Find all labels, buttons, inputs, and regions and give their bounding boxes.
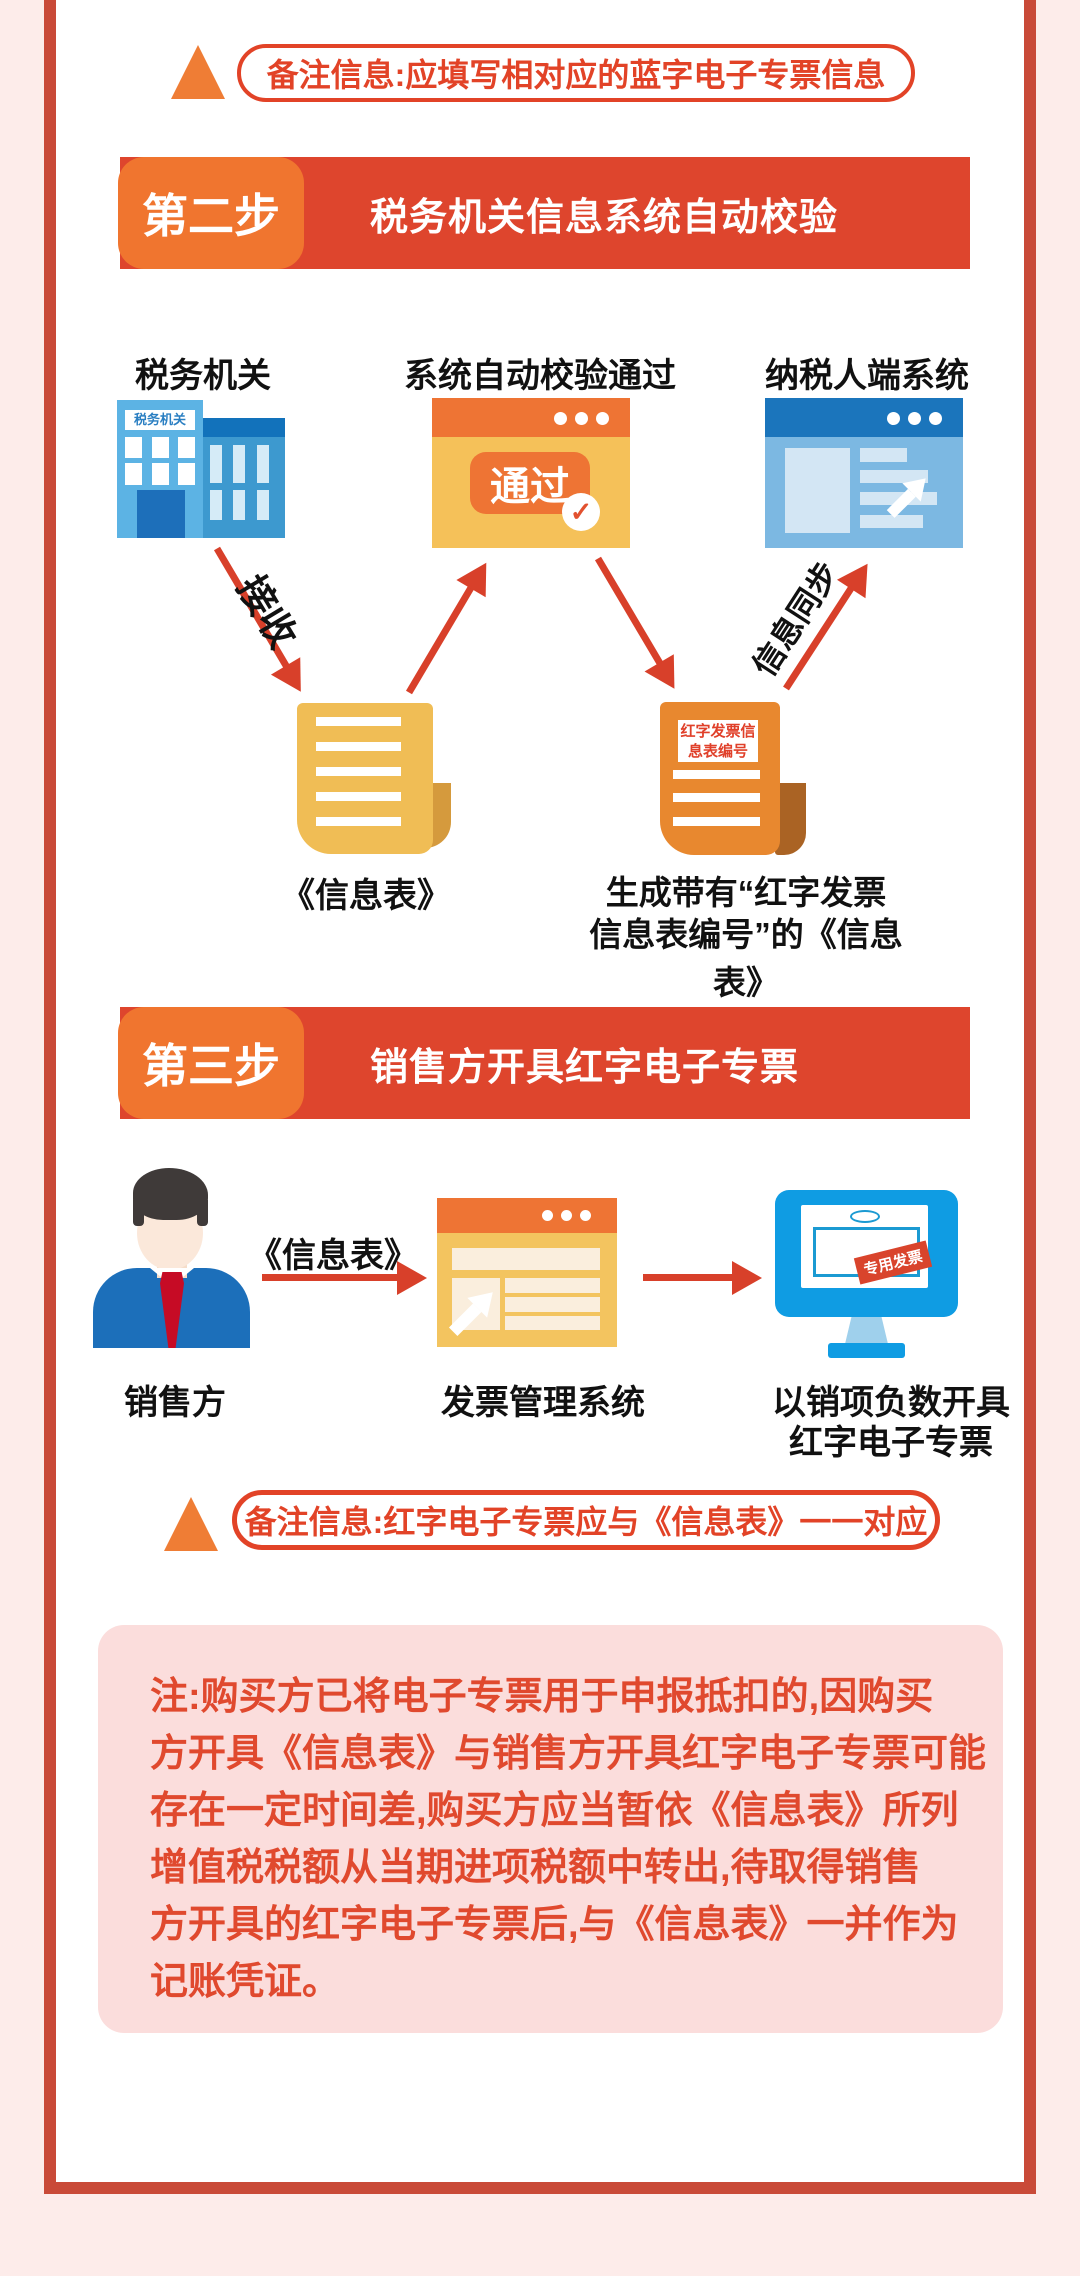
window-bar bbox=[505, 1297, 600, 1312]
document-line bbox=[316, 742, 401, 751]
note-triangle-icon bbox=[164, 1497, 218, 1551]
footnote-line-2: 方开具《信息表》与销售方开具红字电子专票可能 bbox=[150, 1733, 987, 1775]
building-window bbox=[210, 445, 222, 483]
window-bar bbox=[860, 448, 907, 462]
seller-person-icon bbox=[93, 1168, 250, 1348]
footnote-line-5: 方开具的红字电子专票后,与《信息表》一并作为 bbox=[150, 1904, 959, 1946]
footnote-line-6: 记账凭证。 bbox=[150, 1961, 341, 2003]
tag-line-2: 息表编号 bbox=[687, 743, 748, 760]
person-hair bbox=[133, 1168, 208, 1220]
monitor-camera-icon bbox=[850, 1210, 880, 1223]
document-line bbox=[316, 792, 401, 801]
doc2-caption-line-2: 信息表编号”的《信息表》 bbox=[589, 916, 903, 1001]
invoice-system-window-icon bbox=[437, 1198, 617, 1347]
document-curl bbox=[775, 783, 806, 855]
building-window bbox=[210, 490, 222, 520]
building-sign: 税务机关 bbox=[125, 410, 195, 430]
step2-badge-label: 第二步 bbox=[142, 190, 280, 242]
doc2-caption-line-1: 生成带有“红字发票 bbox=[605, 874, 887, 911]
label-taxpayer-system: 纳税人端系统 bbox=[765, 357, 969, 395]
note-bottom-pill: 备注信息:红字电子专票应与《信息表》一一对应 bbox=[232, 1490, 940, 1550]
step3-badge-label: 第三步 bbox=[142, 1040, 280, 1092]
document-line bbox=[316, 767, 401, 776]
document-body bbox=[297, 703, 433, 854]
building-window bbox=[125, 463, 142, 485]
label-result-line-2: 红字电子专票 bbox=[789, 1424, 993, 1462]
arrow-seller-to-system-icon bbox=[262, 1274, 399, 1281]
check-window-icon: 通过 ✓ bbox=[432, 398, 630, 548]
building-door bbox=[137, 490, 185, 538]
window-bar bbox=[860, 470, 928, 483]
window-dots-icon bbox=[542, 1210, 591, 1221]
building-window bbox=[233, 490, 245, 520]
building-window bbox=[178, 463, 195, 485]
step3-badge: 第三步 bbox=[118, 1007, 304, 1119]
footnote-line-3: 存在一定时间差,购买方应当暂依《信息表》所列 bbox=[150, 1790, 959, 1832]
document-line bbox=[316, 817, 401, 826]
note-top-text: 备注信息:应填写相对应的蓝字电子专票信息 bbox=[266, 57, 886, 93]
monitor-base bbox=[828, 1343, 905, 1358]
document-line bbox=[316, 717, 401, 726]
person-hair-side bbox=[197, 1200, 208, 1226]
building-window bbox=[233, 445, 245, 483]
document-line bbox=[673, 817, 760, 826]
footnote-line-1: 注:购买方已将电子专票用于申报抵扣的,因购买 bbox=[150, 1676, 934, 1718]
numbered-info-form-document-icon: 红字发票信 息表编号 bbox=[660, 702, 806, 855]
arrow-label-info-form: 《信息表》 bbox=[248, 1237, 418, 1275]
note-top-pill: 备注信息:应填写相对应的蓝字电子专票信息 bbox=[237, 44, 915, 102]
tag-line-1: 红字发票信 bbox=[680, 723, 756, 740]
building-window bbox=[125, 437, 142, 458]
note-triangle-icon bbox=[171, 45, 225, 99]
note-bottom-text: 备注信息:红字电子专票应与《信息表》一一对应 bbox=[244, 1504, 928, 1540]
arrow-system-to-monitor-icon bbox=[643, 1274, 734, 1281]
monitor-icon: 专用发票 bbox=[775, 1190, 958, 1358]
window-dots-icon bbox=[887, 412, 942, 425]
step2-title: 税务机关信息系统自动校验 bbox=[370, 196, 839, 239]
taxpayer-window-icon bbox=[765, 398, 963, 548]
document-line bbox=[673, 770, 760, 779]
building-window bbox=[257, 445, 269, 483]
label-invoice-system: 发票管理系统 bbox=[441, 1384, 645, 1422]
footnote-box: 注:购买方已将电子专票用于申报抵扣的,因购买 方开具《信息表》与销售方开具红字电… bbox=[98, 1625, 1003, 2033]
label-result-line-1: 以销项负数开具 bbox=[772, 1384, 1010, 1422]
label-system-check-passed: 系统自动校验通过 bbox=[404, 357, 676, 395]
doc1-caption: 《信息表》 bbox=[281, 877, 451, 915]
window-bar bbox=[505, 1278, 600, 1293]
window-dots-icon bbox=[554, 412, 609, 425]
check-mark-icon: ✓ bbox=[569, 496, 593, 527]
info-form-document-icon bbox=[297, 703, 451, 855]
building-window bbox=[257, 490, 269, 520]
label-tax-authority: 税务机关 bbox=[135, 357, 271, 395]
window-bar bbox=[860, 515, 923, 528]
tax-office-building-icon: 税务机关 bbox=[117, 400, 285, 538]
building-window bbox=[152, 437, 169, 458]
building-window bbox=[178, 437, 195, 458]
building-roof-band bbox=[203, 418, 285, 437]
check-circle-icon: ✓ bbox=[562, 493, 600, 531]
footnote-line-4: 增值税税额从当期进项税额中转出,待取得销售 bbox=[150, 1847, 921, 1889]
pass-badge: 通过 bbox=[470, 452, 590, 514]
window-bar bbox=[452, 1248, 600, 1270]
window-bar bbox=[505, 1316, 600, 1330]
person-hair-side bbox=[133, 1200, 144, 1226]
document-line bbox=[673, 793, 760, 802]
step3-title: 销售方开具红字电子专票 bbox=[370, 1046, 800, 1089]
label-seller: 销售方 bbox=[124, 1384, 226, 1422]
red-invoice-number-tag: 红字发票信 息表编号 bbox=[678, 720, 758, 762]
step2-badge: 第二步 bbox=[118, 157, 304, 269]
window-panel bbox=[785, 448, 850, 533]
monitor-stand bbox=[845, 1317, 888, 1344]
pass-badge-label: 通过 bbox=[490, 465, 570, 509]
building-window bbox=[152, 463, 169, 485]
